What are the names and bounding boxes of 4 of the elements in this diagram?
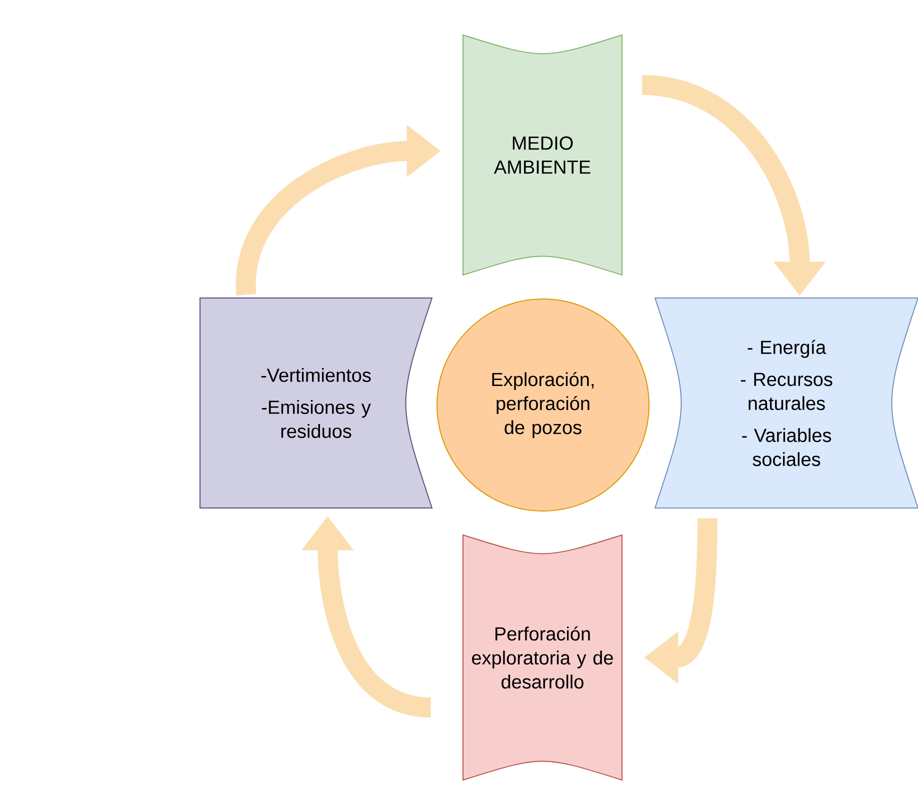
- impact-banner: -Vertimientos -Emisiones y residuos: [200, 298, 432, 508]
- environment-banner: MEDIO AMBIENTE: [462, 34, 622, 276]
- resource-banner: - Energía - Recursos naturales - Variables sociales: [654, 298, 918, 508]
- drilling-banner: Perforación exploratoria y de desarrollo: [462, 534, 622, 780]
